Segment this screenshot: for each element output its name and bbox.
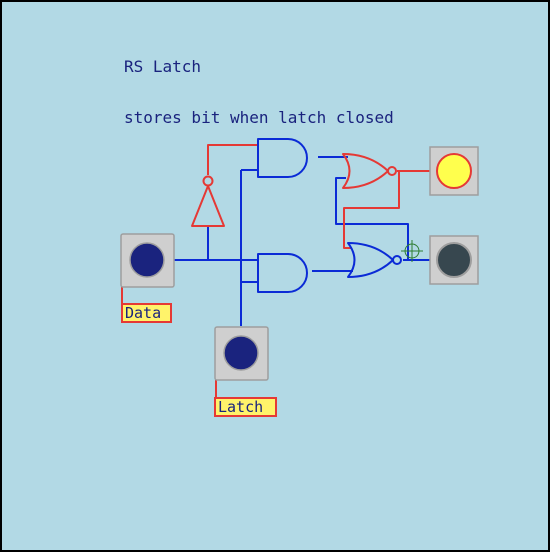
- title-line-2: stores bit when latch closed: [124, 108, 394, 127]
- nor-gate-bottom-body: [347, 242, 394, 278]
- and-gate-bottom: [257, 253, 308, 293]
- nor-gate-top-body: [342, 153, 389, 189]
- push-button-icon[interactable]: [223, 335, 259, 371]
- nor-gate-bottom-bubble: [392, 255, 402, 265]
- lamp-icon: [436, 242, 472, 278]
- not-gate-body: [191, 185, 225, 227]
- not-gate-bubble: [202, 175, 214, 187]
- crosshair-icon[interactable]: [401, 240, 423, 262]
- push-button-icon[interactable]: [129, 242, 165, 278]
- data-label: Data: [125, 304, 161, 322]
- nor-gate-bottom: [347, 242, 402, 278]
- and-gate-top: [257, 138, 308, 178]
- lamp-icon: [436, 153, 472, 189]
- latch-label-tag: Latch: [214, 397, 277, 417]
- not-gate: [191, 175, 225, 227]
- nor-gate-top-bubble: [387, 166, 397, 176]
- data-input-button[interactable]: [120, 233, 175, 288]
- red-wires: [121, 144, 430, 400]
- title-line-1: RS Latch: [124, 57, 202, 76]
- wire-feedback-qbar: [335, 177, 409, 260]
- latch-input-button[interactable]: [214, 326, 269, 381]
- nor-gate-top: [342, 153, 397, 189]
- q-not-output-lamp: [429, 235, 479, 285]
- q-output-lamp: [429, 146, 479, 196]
- circuit-title: RS Latch stores bit when latch closed: [124, 24, 394, 160]
- latch-label: Latch: [218, 398, 263, 416]
- wire-feedback-q: [343, 171, 400, 249]
- wire-not-out: [207, 144, 258, 175]
- blue-wires: [174, 156, 430, 326]
- data-label-tag: Data: [121, 303, 172, 323]
- and-gate-top-body: [257, 138, 308, 178]
- and-gate-bottom-body: [257, 253, 308, 293]
